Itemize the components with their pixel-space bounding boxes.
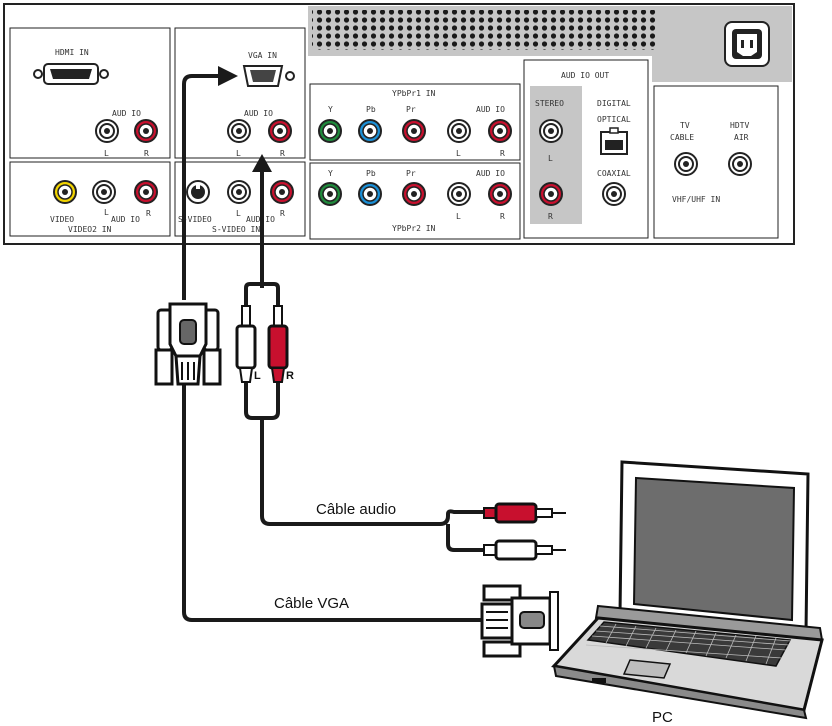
video2-video-label: VIDEO [50,215,74,224]
ypbpr2-audio-label: AUD IO [476,169,505,178]
ypbpr1-pb-jack[interactable] [358,119,382,143]
vga-plug-right-icon [480,584,559,658]
svideo-in-label: S-VIDEO IN [212,225,260,234]
ypbpr1-r-label: R [500,149,505,158]
ypbpr2-section: Y Pb Pr AUD IO L R YPbPr2 IN [309,162,521,240]
vga-section: VGA IN AUD IO L R [174,27,306,159]
vhf-uhf-label: VHF/UHF IN [672,195,720,204]
hdmi-section: HDMI IN AUD IO L R [9,27,171,159]
vga-cable [182,74,482,622]
cable-jack[interactable] [674,152,698,176]
ypbpr1-l-label: L [456,149,461,158]
optical-port-icon[interactable] [600,127,628,155]
ypbpr2-r-label: R [500,212,505,221]
vga-cable-label: Câble VGA [274,595,349,612]
audio-cable-label: Câble audio [316,501,396,518]
ypbpr2-pr-label: Pr [406,169,416,178]
vga-audio-label: AUD IO [244,109,273,118]
coaxial-label: COAXIAL [597,169,631,178]
tv-label: TV [680,121,690,130]
rca-plug-red-icon [267,305,289,383]
digital-label: DIGITAL [597,99,631,108]
ypbpr1-audio-l-jack[interactable] [447,119,471,143]
ventilation-grille [312,10,656,50]
air-label: AIR [734,133,749,142]
hdmi-in-label: HDMI IN [55,48,89,57]
ypbpr2-y-label: Y [328,169,333,178]
hdmi-l-label: L [104,149,109,158]
ypbpr2-pr-jack[interactable] [402,182,426,206]
vhf-uhf-section: TV CABLE HDTV AIR VHF/UHF IN [653,85,779,239]
svideo-port-icon [186,180,210,204]
ypbpr1-section: YPbPr1 IN Y Pb Pr AUD IO L R [309,83,521,161]
vga-arrow-icon [218,66,238,86]
audio-out-section: AUD IO OUT STEREO L R DIGITAL OPTICAL CO… [523,59,649,239]
plug-r-label: R [286,370,294,382]
pc-label: PC [652,709,673,726]
optical-label: OPTICAL [597,115,631,124]
ypbpr2-in-label: YPbPr2 IN [392,224,436,233]
rca-plug-white-horizontal-icon [483,539,566,561]
audio-cable [244,164,486,552]
plug-l-label: L [254,370,261,382]
video2-audio-label: AUD IO [111,215,140,224]
svideo-r-label: R [280,209,285,218]
vga-port-icon [242,65,295,87]
ypbpr1-y-jack[interactable] [318,119,342,143]
video2-video-jack[interactable] [53,180,77,204]
svideo-audio-r-jack[interactable] [270,180,294,204]
hdmi-audio-l-jack[interactable] [95,119,119,143]
svideo-section: S-VIDEO L AUD IO R S-VIDEO IN [174,161,306,237]
ypbpr2-l-label: L [456,212,461,221]
ypbpr1-audio-label: AUD IO [476,105,505,114]
hdmi-port-icon [33,63,109,85]
ypbpr1-pr-label: Pr [406,105,416,114]
vga-plug-left-icon [154,302,222,386]
ypbpr1-pr-jack[interactable] [402,119,426,143]
audio-out-r-jack[interactable] [539,182,563,206]
audio-out-l-jack[interactable] [539,119,563,143]
audio-out-l-label: L [548,154,553,163]
vga-in-label: VGA IN [248,51,277,60]
vga-audio-r-jack[interactable] [268,119,292,143]
ypbpr2-pb-label: Pb [366,169,376,178]
vga-r-label: R [280,149,285,158]
hdmi-audio-r-jack[interactable] [134,119,158,143]
svideo-l-label: L [236,209,241,218]
video2-audio-l-jack[interactable] [92,180,116,204]
svideo-audio-l-jack[interactable] [227,180,251,204]
cable-label: CABLE [670,133,694,142]
ypbpr1-in-label: YPbPr1 IN [392,89,436,98]
video2-l-label: L [104,208,109,217]
power-socket-icon [724,21,770,67]
audio-out-r-label: R [548,212,553,221]
video2-audio-r-jack[interactable] [134,180,158,204]
svideo-label: S-VIDEO [178,215,212,224]
stereo-label: STEREO [535,99,564,108]
audio-arrow-icon [252,154,272,172]
laptop-icon [551,460,824,720]
video2-in-label: VIDEO2 IN [68,225,112,234]
vga-l-label: L [236,149,241,158]
ypbpr1-pb-label: Pb [366,105,376,114]
audio-out-label: AUD IO OUT [561,71,609,80]
video2-r-label: R [146,209,151,218]
ypbpr2-pb-jack[interactable] [358,182,382,206]
vga-audio-l-jack[interactable] [227,119,251,143]
rca-plug-red-horizontal-icon [483,502,566,524]
ypbpr1-audio-r-jack[interactable] [488,119,512,143]
ypbpr1-y-label: Y [328,105,333,114]
ypbpr2-y-jack[interactable] [318,182,342,206]
rca-plug-white-icon [235,305,257,383]
hdtv-label: HDTV [730,121,749,130]
air-jack[interactable] [728,152,752,176]
hdmi-r-label: R [144,149,149,158]
video2-section: VIDEO L AUD IO R VIDEO2 IN [9,161,171,237]
ypbpr2-audio-r-jack[interactable] [488,182,512,206]
ypbpr2-audio-l-jack[interactable] [447,182,471,206]
coaxial-jack[interactable] [602,182,626,206]
hdmi-audio-label: AUD IO [112,109,141,118]
